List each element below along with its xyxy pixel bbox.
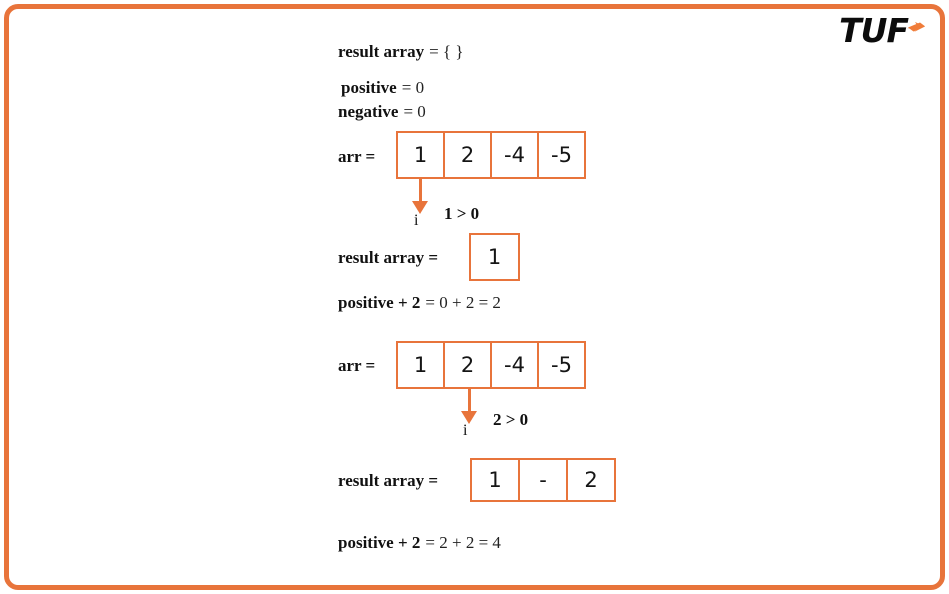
tuf-logo-text: TUF (839, 10, 909, 50)
pointer-index-label: i (463, 422, 468, 439)
iteration-1-result-label: result array = (338, 248, 438, 268)
iteration-2-condition: 2 > 0 (493, 410, 529, 429)
arr-cell: -5 (537, 131, 586, 179)
positive-value: = 0 (401, 78, 425, 97)
tuf-logo: TUF (839, 10, 927, 50)
iteration-1-condition: 1 > 0 (444, 204, 480, 223)
arr-cell: -4 (490, 131, 539, 179)
pointer-arrowhead-icon (412, 201, 428, 214)
result-array-label: result array (338, 42, 425, 61)
result-cell: 1 (469, 233, 520, 281)
iteration-1-arr-box: 1 2 -4 -5 (396, 131, 586, 179)
arr-label: arr = (338, 147, 376, 166)
initial-negative-row: negative = 0 (338, 102, 426, 122)
arr-cell: 1 (396, 341, 445, 389)
iteration-2-arr-label: arr = (338, 356, 375, 376)
negative-value: = 0 (403, 102, 426, 121)
equation-rest-part: = 0 + 2 = 2 (425, 293, 501, 312)
arrow-right-icon (905, 15, 927, 37)
pointer-shaft (468, 389, 471, 415)
result-cell: 1 (470, 458, 520, 502)
pointer-index-label: i (414, 212, 419, 229)
pointer-shaft (419, 179, 422, 205)
arr-cell: 2 (443, 341, 492, 389)
result-array-label: result array = (338, 248, 439, 267)
negative-label: negative (338, 102, 399, 121)
iteration-1-arr-label: arr = (338, 147, 375, 167)
iteration-1-equation: positive + 2 = 0 + 2 = 2 (338, 293, 501, 313)
result-cell: 2 (566, 458, 616, 502)
equation-rest-part: = 2 + 2 = 4 (425, 533, 501, 552)
result-cell: - (518, 458, 568, 502)
result-array-value: = { } (429, 42, 464, 61)
iteration-2-equation: positive + 2 = 2 + 2 = 4 (338, 533, 501, 553)
arr-cell: 2 (443, 131, 492, 179)
arr-cell: -5 (537, 341, 586, 389)
positive-label: positive (341, 78, 397, 97)
arr-cell: -4 (490, 341, 539, 389)
iteration-2-result-box: 1 - 2 (470, 458, 616, 502)
initial-positive-row: positive = 0 (341, 78, 424, 98)
pointer-arrowhead-icon (461, 411, 477, 424)
arr-cell: 1 (396, 131, 445, 179)
equation-bold-part: positive + 2 (338, 533, 421, 552)
equation-bold-part: positive + 2 (338, 293, 421, 312)
arr-label: arr = (338, 356, 376, 375)
initial-result-array-row: result array = { } (338, 42, 464, 62)
iteration-2-arr-box: 1 2 -4 -5 (396, 341, 586, 389)
result-array-label: result array = (338, 471, 439, 490)
iteration-2-result-label: result array = (338, 471, 438, 491)
iteration-1-result-box: 1 (469, 233, 520, 281)
